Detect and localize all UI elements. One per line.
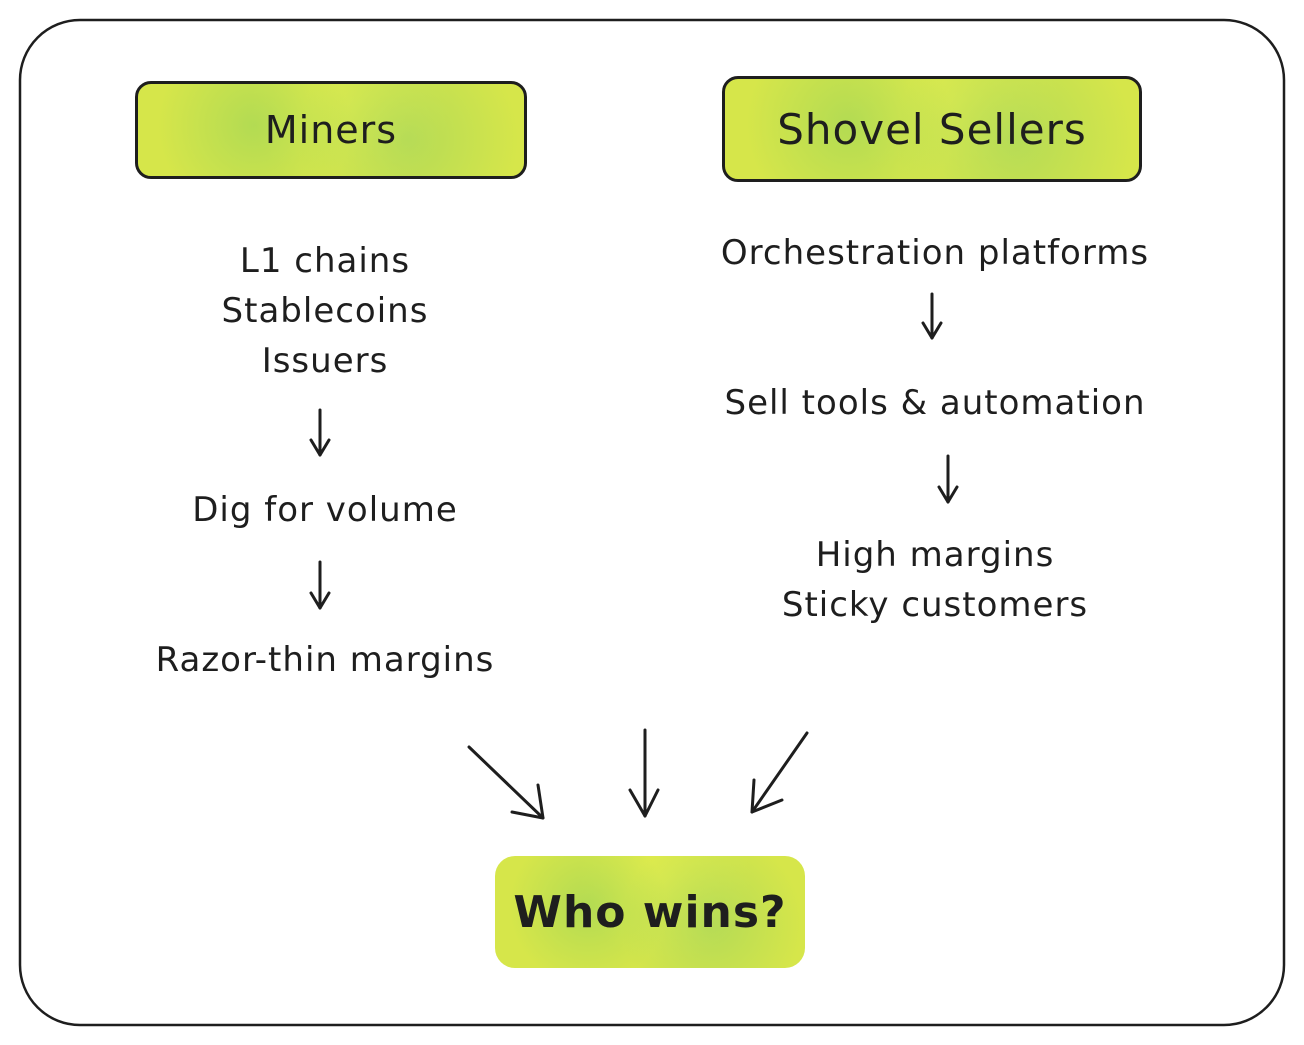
left-step: Dig for volume <box>192 490 458 530</box>
left-example-stablecoins: Stablecoins <box>221 291 429 331</box>
left-example-l1-chains: L1 chains <box>239 241 411 281</box>
left-result: Razor-thin margins <box>155 640 495 680</box>
right-result-sticky-customers: Sticky customers <box>781 585 1089 625</box>
right-step: Sell tools & automation <box>724 383 1146 423</box>
node-miners-label: Miners <box>264 108 398 152</box>
node-shovel-sellers-label: Shovel Sellers <box>777 104 1087 154</box>
left-examples: L1 chains Stablecoins Issuers <box>125 236 525 386</box>
node-miners: Miners <box>135 81 527 179</box>
right-result-high-margins: High margins <box>815 535 1055 575</box>
node-who-wins-label: Who wins? <box>513 886 787 938</box>
node-who-wins: Who wins? <box>495 856 805 968</box>
node-shovel-sellers: Shovel Sellers <box>722 76 1142 182</box>
right-result: High margins Sticky customers <box>685 530 1185 630</box>
right-example-orchestration: Orchestration platforms <box>720 233 1150 273</box>
left-example-issuers: Issuers <box>261 341 389 381</box>
